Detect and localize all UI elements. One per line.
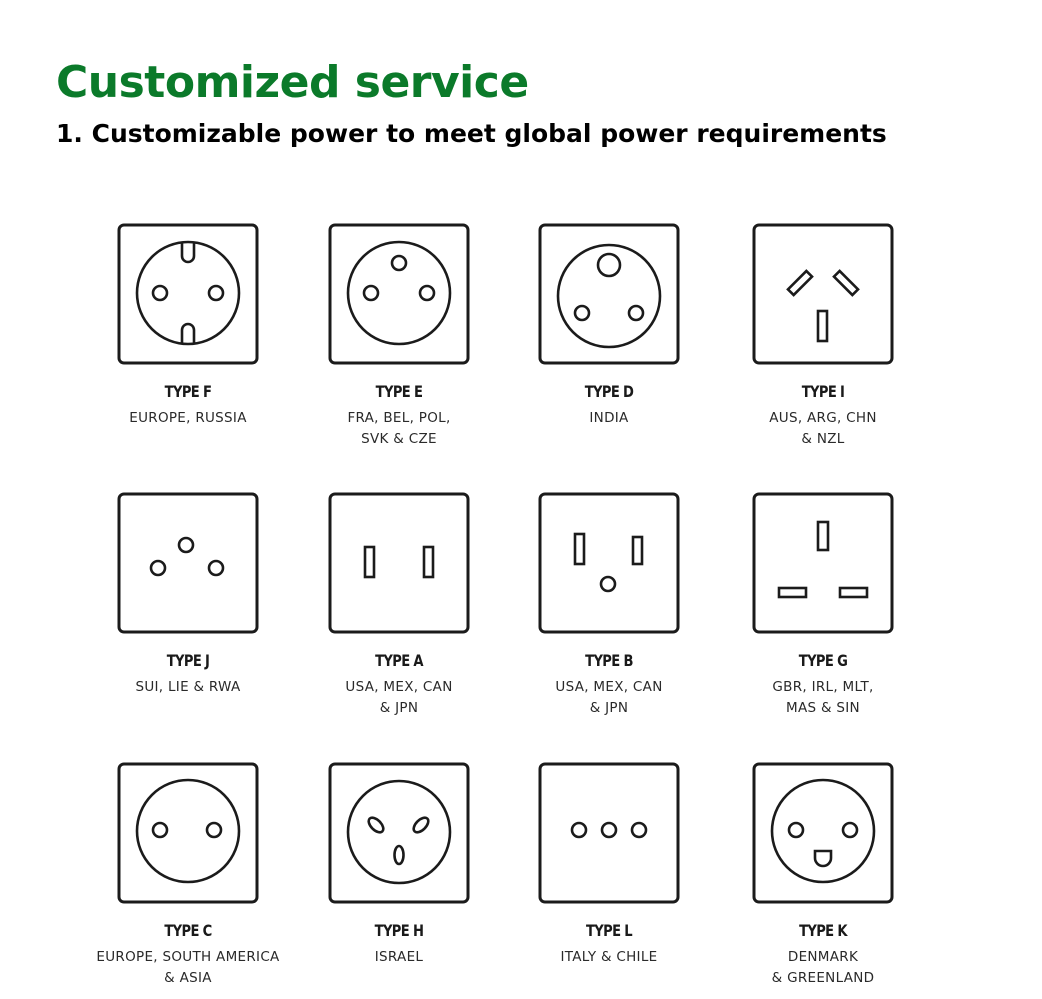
socket-card-type-h: TYPE H ISRAEL [279,762,519,968]
socket-type-label: TYPE C [164,921,212,940]
region-line: ISRAEL [374,949,424,965]
socket-type-label: TYPE J [166,651,210,670]
type-e-socket-icon [328,223,470,365]
socket-type-label: TYPE A [375,651,423,670]
type-k-socket-icon [752,762,894,904]
type-i-socket-icon [752,223,894,365]
region-line: INDIA [589,410,629,426]
socket-type-label: TYPE I [801,382,845,401]
socket-region-text: INDIA [489,408,729,429]
socket-card-type-k: TYPE K DENMARK & GREENLAND [703,762,943,989]
socket-region-text: SUI, LIE & RWA [68,677,308,698]
type-f-socket-icon [117,223,259,365]
socket-region-text: AUS, ARG, CHN & NZL [703,408,943,450]
region-line: FRA, BEL, POL, [347,410,451,426]
region-line: DENMARK [787,949,859,965]
region-line: USA, MEX, CAN [555,679,663,695]
page-subtitle: 1. Customizable power to meet global pow… [56,119,887,148]
type-h-socket-icon [328,762,470,904]
socket-region-text: USA, MEX, CAN & JPN [489,677,729,719]
region-line: USA, MEX, CAN [345,679,453,695]
type-a-socket-icon [328,492,470,634]
socket-card-type-b: TYPE B USA, MEX, CAN & JPN [489,492,729,719]
socket-card-type-f: TYPE F EUROPE, RUSSIA [68,223,308,429]
region-line: & NZL [801,431,845,447]
type-l-socket-icon [538,762,680,904]
type-g-socket-icon [752,492,894,634]
socket-type-label: TYPE B [585,651,633,670]
socket-type-label: TYPE K [799,921,847,940]
type-d-socket-icon [538,223,680,365]
socket-region-text: EUROPE, SOUTH AMERICA & ASIA [68,947,308,989]
socket-region-text: USA, MEX, CAN & JPN [279,677,519,719]
socket-card-type-e: TYPE E FRA, BEL, POL, SVK & CZE [279,223,519,450]
region-line: & JPN [379,700,419,716]
socket-type-label: TYPE D [584,382,634,401]
region-line: MAS & SIN [786,700,860,716]
socket-region-text: GBR, IRL, MLT, MAS & SIN [703,677,943,719]
socket-region-text: ITALY & CHILE [489,947,729,968]
region-line: ITALY & CHILE [560,949,658,965]
region-line: & GREENLAND [771,970,875,986]
socket-card-type-c: TYPE C EUROPE, SOUTH AMERICA & ASIA [68,762,308,989]
socket-card-type-l: TYPE L ITALY & CHILE [489,762,729,968]
socket-card-type-d: TYPE D INDIA [489,223,729,429]
region-line: SVK & CZE [361,431,437,447]
socket-card-type-a: TYPE A USA, MEX, CAN & JPN [279,492,519,719]
socket-type-label: TYPE H [374,921,424,940]
region-line: EUROPE, RUSSIA [129,410,247,426]
socket-card-type-i: TYPE I AUS, ARG, CHN & NZL [703,223,943,450]
type-c-socket-icon [117,762,259,904]
socket-type-label: TYPE L [585,921,633,940]
socket-region-text: FRA, BEL, POL, SVK & CZE [279,408,519,450]
region-line: & JPN [589,700,629,716]
region-line: GBR, IRL, MLT, [772,679,874,695]
page-title: Customized service [56,57,529,108]
socket-region-text: DENMARK & GREENLAND [703,947,943,989]
type-j-socket-icon [117,492,259,634]
socket-type-label: TYPE E [375,382,423,401]
socket-card-type-j: TYPE J SUI, LIE & RWA [68,492,308,698]
socket-type-label: TYPE G [798,651,848,670]
region-line: EUROPE, SOUTH AMERICA [96,949,280,965]
socket-region-text: EUROPE, RUSSIA [68,408,308,429]
region-line: & ASIA [164,970,212,986]
type-b-socket-icon [538,492,680,634]
socket-card-type-g: TYPE G GBR, IRL, MLT, MAS & SIN [703,492,943,719]
socket-region-text: ISRAEL [279,947,519,968]
region-line: AUS, ARG, CHN [769,410,877,426]
region-line: SUI, LIE & RWA [135,679,241,695]
socket-type-label: TYPE F [164,382,212,401]
